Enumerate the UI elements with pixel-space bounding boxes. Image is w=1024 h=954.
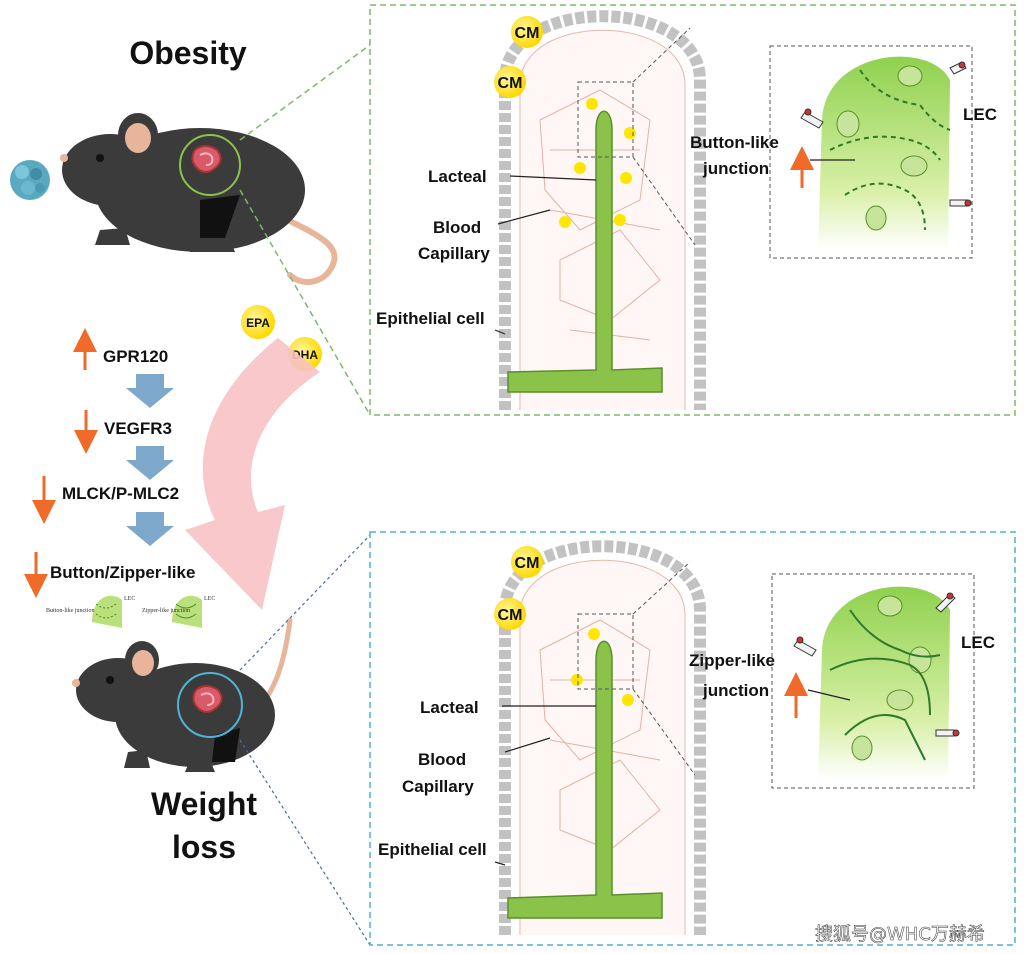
cm-particle-1: CM bbox=[511, 546, 543, 578]
label-lacteal: Lacteal bbox=[428, 167, 487, 186]
pathway: GPR120 VEGFR3 MLCK/P-MLC2 Button/Zipper-… bbox=[24, 328, 195, 598]
svg-text:EPA: EPA bbox=[246, 316, 270, 330]
lacteal-vessel bbox=[507, 640, 663, 919]
big-treatment-arrow bbox=[185, 338, 320, 610]
title-loss: loss bbox=[172, 829, 236, 865]
obese-mouse-illustration bbox=[60, 113, 338, 285]
pathway-arrow-icon bbox=[126, 446, 174, 480]
junction-pin-icon bbox=[949, 199, 972, 207]
junction-pin-icon bbox=[935, 729, 960, 737]
epa-molecule: EPA bbox=[241, 305, 275, 339]
junction-pin-icon bbox=[800, 108, 824, 129]
svg-text:Zipper-like junction: Zipper-like junction bbox=[142, 608, 190, 614]
label-junction-2: junction bbox=[702, 159, 769, 178]
label-lacteal: Lacteal bbox=[420, 698, 479, 717]
svg-text:CM: CM bbox=[498, 607, 523, 624]
panel-obesity: CM CM Lacteal Blood Capillary Epithelial… bbox=[369, 4, 1016, 416]
label-lec: LEC bbox=[963, 105, 997, 124]
svg-text:LEC: LEC bbox=[124, 596, 135, 602]
svg-text:Button-like junction: Button-like junction bbox=[46, 608, 95, 614]
title-weight: Weight bbox=[151, 786, 257, 822]
svg-text:CM: CM bbox=[515, 25, 540, 42]
junction-pin-icon bbox=[793, 636, 817, 657]
lacteal-vessel bbox=[507, 110, 663, 393]
label-junction: Button-like bbox=[690, 133, 779, 152]
cm-particle-1: CM bbox=[511, 16, 543, 48]
lean-mouse-illustration bbox=[72, 617, 293, 772]
junction-pin-icon bbox=[935, 592, 956, 613]
svg-text:CM: CM bbox=[498, 75, 523, 92]
label-junction: Zipper-like bbox=[689, 651, 775, 670]
nanoparticle-icon bbox=[10, 160, 50, 200]
pathway-junction: Button/Zipper-like bbox=[50, 563, 195, 582]
label-blood: Blood bbox=[418, 750, 466, 769]
title-obesity: Obesity bbox=[129, 35, 247, 71]
cm-particle-2: CM bbox=[494, 598, 526, 630]
label-capillary: Capillary bbox=[402, 777, 474, 796]
label-epithelial: Epithelial cell bbox=[376, 309, 485, 328]
label-junction-2: junction bbox=[702, 681, 769, 700]
pathway-arrow-icon bbox=[126, 512, 174, 546]
pathway-gpr120: GPR120 bbox=[103, 347, 168, 366]
pathway-mlck: MLCK/P-MLC2 bbox=[62, 484, 179, 503]
pathway-arrow-icon bbox=[126, 374, 174, 408]
lec-cell bbox=[818, 56, 950, 250]
cm-particle-2: CM bbox=[494, 66, 526, 98]
pathway-vegfr3: VEGFR3 bbox=[104, 419, 172, 438]
lec-cell bbox=[818, 586, 950, 780]
svg-text:CM: CM bbox=[515, 555, 540, 572]
label-lec: LEC bbox=[961, 633, 995, 652]
label-blood: Blood bbox=[433, 218, 481, 237]
junction-pin-icon bbox=[949, 61, 967, 75]
watermark: 搜狐号@WHC万赫希 bbox=[815, 924, 985, 945]
junction-thumbnails: Button-like junction LEC Zipper-like jun… bbox=[46, 595, 215, 628]
panel-weight-loss: CM CM Lacteal Blood Capillary Epithelial… bbox=[369, 531, 1016, 946]
svg-text:LEC: LEC bbox=[204, 596, 215, 602]
label-capillary: Capillary bbox=[418, 244, 490, 263]
label-epithelial: Epithelial cell bbox=[378, 840, 487, 859]
